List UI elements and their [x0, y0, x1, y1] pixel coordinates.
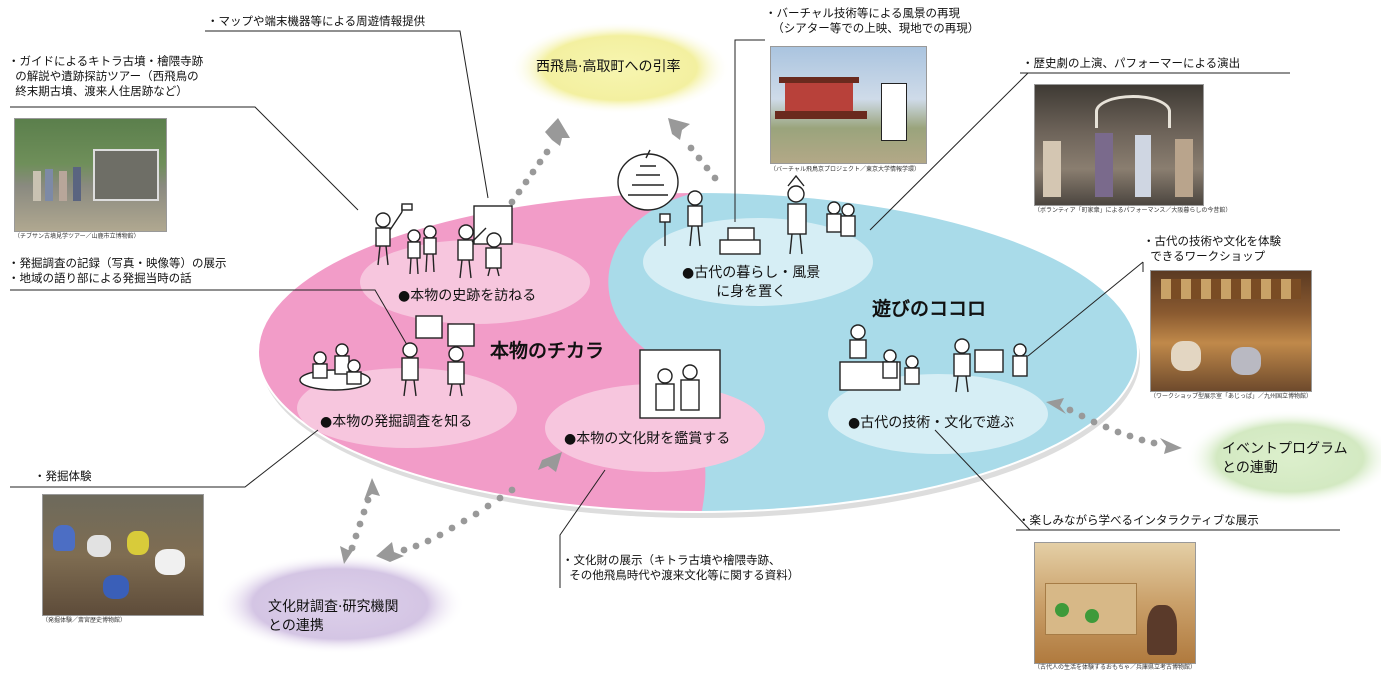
- inner-ancient-life: [643, 218, 873, 306]
- left-title: 本物のチカラ: [490, 340, 605, 362]
- arrow-to-yellow-left: [508, 118, 570, 206]
- leader-lines: [10, 30, 1340, 588]
- caption-workshop-photo: （ワークショップ型展示室「あじっぱ」／九州国立博物館）: [1150, 393, 1313, 400]
- bubble-green-shape: [1185, 410, 1381, 506]
- bubble-research: 文化財調査·研究機関 との連携: [268, 599, 399, 634]
- right-title: 遊びのココロ: [872, 298, 987, 320]
- note-workshop: ・古代の技術や文化を体験 できるワークショップ: [1143, 234, 1281, 263]
- note-dig-experience: ・発掘体験: [34, 469, 92, 483]
- bubble-purple-shape: [215, 554, 465, 654]
- activity-visit-sites: ●本物の史跡を訪ねる: [398, 288, 537, 304]
- arrow-purple-excavation: [340, 478, 380, 564]
- note-virtual-tech: ・バーチャル技術等による風景の再現 （シアター等での上映、現地での再現）: [765, 6, 980, 35]
- photo-tour: [14, 118, 167, 232]
- activity-appreciate-assets: ●本物の文化財を鑑賞する: [564, 431, 731, 447]
- photo-drama: [1034, 84, 1204, 206]
- caption-tour-photo: （チブサン古墳見学ツアー／山鹿市立博物館）: [14, 233, 140, 240]
- caption-virtual-photo: （バーチャル飛鳥京プロジェクト／東京大学情報学環）: [770, 166, 920, 173]
- caption-interactive-photo: （古代人の生活を体験するおもちゃ／兵庫県立考古博物館）: [1034, 664, 1197, 671]
- figures: [299, 149, 1028, 419]
- photo-interactive: [1034, 542, 1196, 664]
- note-guide-tour: ・ガイドによるキトラ古墳・檜隈寺跡 の解説や遺跡探訪ツアー（西飛鳥の 終末期古墳…: [8, 54, 204, 98]
- photo-virtual: [770, 46, 927, 164]
- figures-excavation: [299, 315, 475, 397]
- figures-ancient-tech: [839, 324, 1028, 393]
- note-excavation-record: ・発掘調査の記録（写真・映像等）の展示 ・地域の語り部による発掘当時の話: [8, 256, 227, 285]
- arrow-purple-assets: [376, 452, 562, 562]
- photo-workshop: [1150, 270, 1312, 392]
- note-drama: ・歴史劇の上演、パフォーマーによる演出: [1022, 56, 1241, 70]
- caption-dig-photo: （発掘体験／斎宮歴史博物館）: [42, 617, 127, 624]
- activity-ancient-tech: ●古代の技術・文化で遊ぶ: [848, 415, 1015, 431]
- bubble-nishi-asuka: 西飛鳥·高取町への引率: [536, 59, 681, 75]
- figures-visit: [375, 203, 513, 279]
- photo-dig: [42, 494, 204, 616]
- inner-ancient-tech: [828, 374, 1048, 454]
- inner-visit: [360, 240, 590, 324]
- note-asset-display: ・文化財の展示（キトラ古墳や檜隈寺跡、 その他飛鳥時代や渡来文化等に関する資料）: [562, 553, 800, 582]
- arrow-green: [1046, 398, 1182, 454]
- note-interactive: ・楽しみながら学べるインタラクティブな展示: [1018, 513, 1259, 527]
- figures-ancient-life: [617, 149, 856, 255]
- caption-drama-photo: （ボランティア「町家衆」によるパフォーマンス／大阪暮らしの今昔館）: [1034, 207, 1232, 214]
- figures-assets: [639, 349, 721, 419]
- dotted-arrows: [340, 118, 1182, 564]
- bubble-event-program: イベントプログラム との連動: [1222, 441, 1348, 476]
- arrow-to-yellow-right: [668, 118, 719, 182]
- activity-ancient-life: ●古代の暮らし・風景 に身を置く: [682, 265, 821, 300]
- activity-know-excavation: ●本物の発掘調査を知る: [320, 414, 473, 430]
- note-map-info: ・マップや端末機器等による周遊情報提供: [207, 14, 426, 28]
- bubble-yellow-shape: [510, 22, 730, 114]
